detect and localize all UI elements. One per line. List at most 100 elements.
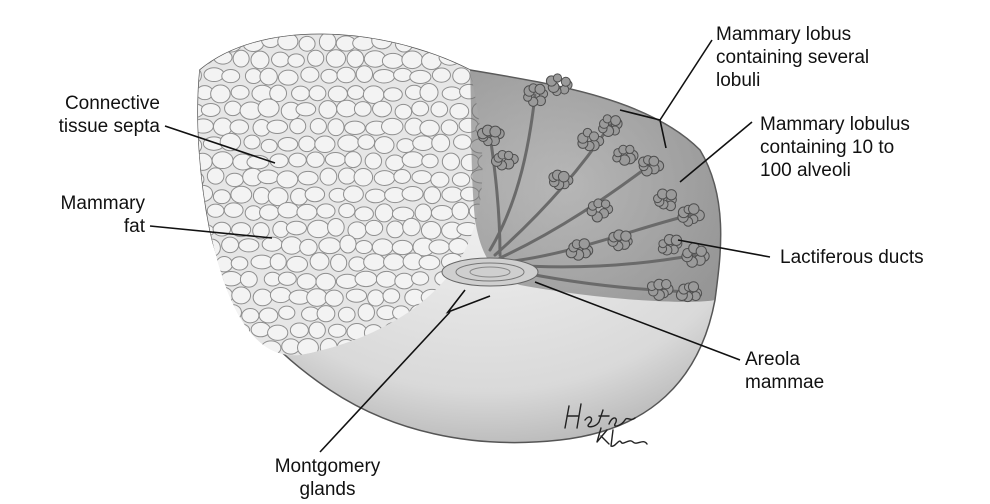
- fat-cell: [344, 186, 364, 203]
- fat-cell: [253, 289, 272, 306]
- fat-cell: [195, 288, 214, 303]
- fat-cell: [431, 172, 449, 187]
- fat-cell: [299, 36, 315, 51]
- fat-cell: [252, 16, 271, 30]
- fat-cell: [226, 173, 244, 186]
- fat-cell: [451, 32, 469, 47]
- fat-cell: [292, 86, 310, 101]
- fat-cell: [270, 254, 286, 270]
- fat-cell: [287, 256, 308, 272]
- artist-signature: [555, 398, 675, 458]
- fat-cell: [478, 50, 499, 67]
- fat-cell: [337, 100, 357, 117]
- fat-cell: [239, 239, 259, 252]
- fat-cell: [193, 357, 212, 372]
- fat-cell: [384, 254, 405, 270]
- fat-cell: [383, 289, 400, 303]
- fat-cell: [412, 34, 428, 47]
- fat-cell: [243, 35, 263, 51]
- fat-cell: [373, 69, 394, 83]
- fat-cell: [216, 257, 232, 272]
- fat-cell: [213, 118, 232, 135]
- fat-cell: [422, 154, 438, 168]
- fat-cell: [299, 136, 316, 151]
- fat-cell: [210, 323, 231, 336]
- fat-cell: [181, 307, 202, 322]
- fat-cell: [421, 221, 440, 239]
- fat-cell: [233, 16, 251, 33]
- alveolus: [579, 239, 589, 249]
- fat-cell: [233, 356, 253, 371]
- fat-cell: [278, 202, 299, 217]
- fat-cell: [212, 287, 232, 305]
- fat-cell: [442, 187, 463, 202]
- fat-cell: [202, 307, 220, 324]
- fat-cell: [231, 86, 249, 100]
- fat-cell: [297, 274, 316, 290]
- fat-cell: [258, 170, 279, 184]
- label-connective-tissue-septa: Connective tissue septa: [20, 92, 160, 138]
- fat-cell: [186, 269, 203, 286]
- fat-cell: [225, 101, 242, 116]
- fat-cell: [212, 152, 233, 169]
- fat-cell: [301, 67, 319, 82]
- fat-cell: [258, 99, 279, 117]
- fat-cell: [321, 69, 338, 83]
- fat-cell: [307, 152, 325, 167]
- fat-cell: [345, 121, 366, 134]
- fat-cell: [319, 238, 341, 254]
- fat-cell: [309, 86, 326, 101]
- alveolus: [611, 116, 621, 126]
- fat-cell: [260, 68, 277, 85]
- fat-cell: [452, 173, 469, 187]
- fat-cell: [325, 290, 343, 306]
- fat-cell: [338, 135, 359, 151]
- fat-cell: [392, 240, 412, 254]
- alveolus: [621, 231, 631, 241]
- fat-cell: [338, 307, 355, 322]
- fat-cell: [454, 135, 472, 150]
- fat-cell: [214, 51, 232, 65]
- fat-cell: [450, 103, 469, 119]
- fat-cell: [224, 305, 242, 321]
- fat-cell: [386, 155, 404, 171]
- fat-cell: [346, 289, 366, 302]
- fat-cell: [242, 308, 259, 322]
- fat-cell: [413, 136, 434, 151]
- fat-cell: [278, 70, 298, 85]
- fat-cell: [431, 206, 452, 221]
- alveolus: [626, 145, 634, 153]
- alveolus: [601, 200, 609, 208]
- fat-cell: [222, 237, 239, 253]
- fat-cell: [331, 254, 347, 271]
- fat-cell: [308, 50, 324, 66]
- fat-cell: [366, 189, 386, 203]
- fat-cell: [402, 187, 423, 201]
- fat-cell: [339, 204, 355, 218]
- fat-cell: [193, 153, 212, 170]
- alveolus: [558, 171, 569, 182]
- fat-cell: [394, 68, 412, 81]
- fat-cell: [279, 306, 295, 319]
- fat-cell: [415, 204, 431, 221]
- fat-cell: [251, 255, 273, 269]
- fat-cell: [382, 118, 403, 134]
- fat-cell: [272, 52, 290, 67]
- fat-cell: [338, 168, 355, 184]
- fat-cell: [395, 273, 414, 289]
- fat-cell: [207, 204, 224, 217]
- fat-cell: [224, 203, 243, 217]
- fat-cell: [278, 137, 298, 151]
- fat-cell: [300, 239, 318, 255]
- fat-cell: [387, 221, 404, 238]
- fat-cell: [267, 120, 288, 133]
- fat-cell: [410, 70, 431, 83]
- fat-cell: [290, 119, 306, 134]
- fat-cell: [211, 85, 231, 103]
- fat-cell: [394, 170, 411, 184]
- label-areola-mammae: Areola mammae: [745, 348, 824, 394]
- fat-cell: [289, 153, 306, 167]
- fat-cell: [376, 271, 396, 287]
- fat-cell: [286, 14, 308, 32]
- fat-cell: [431, 36, 452, 50]
